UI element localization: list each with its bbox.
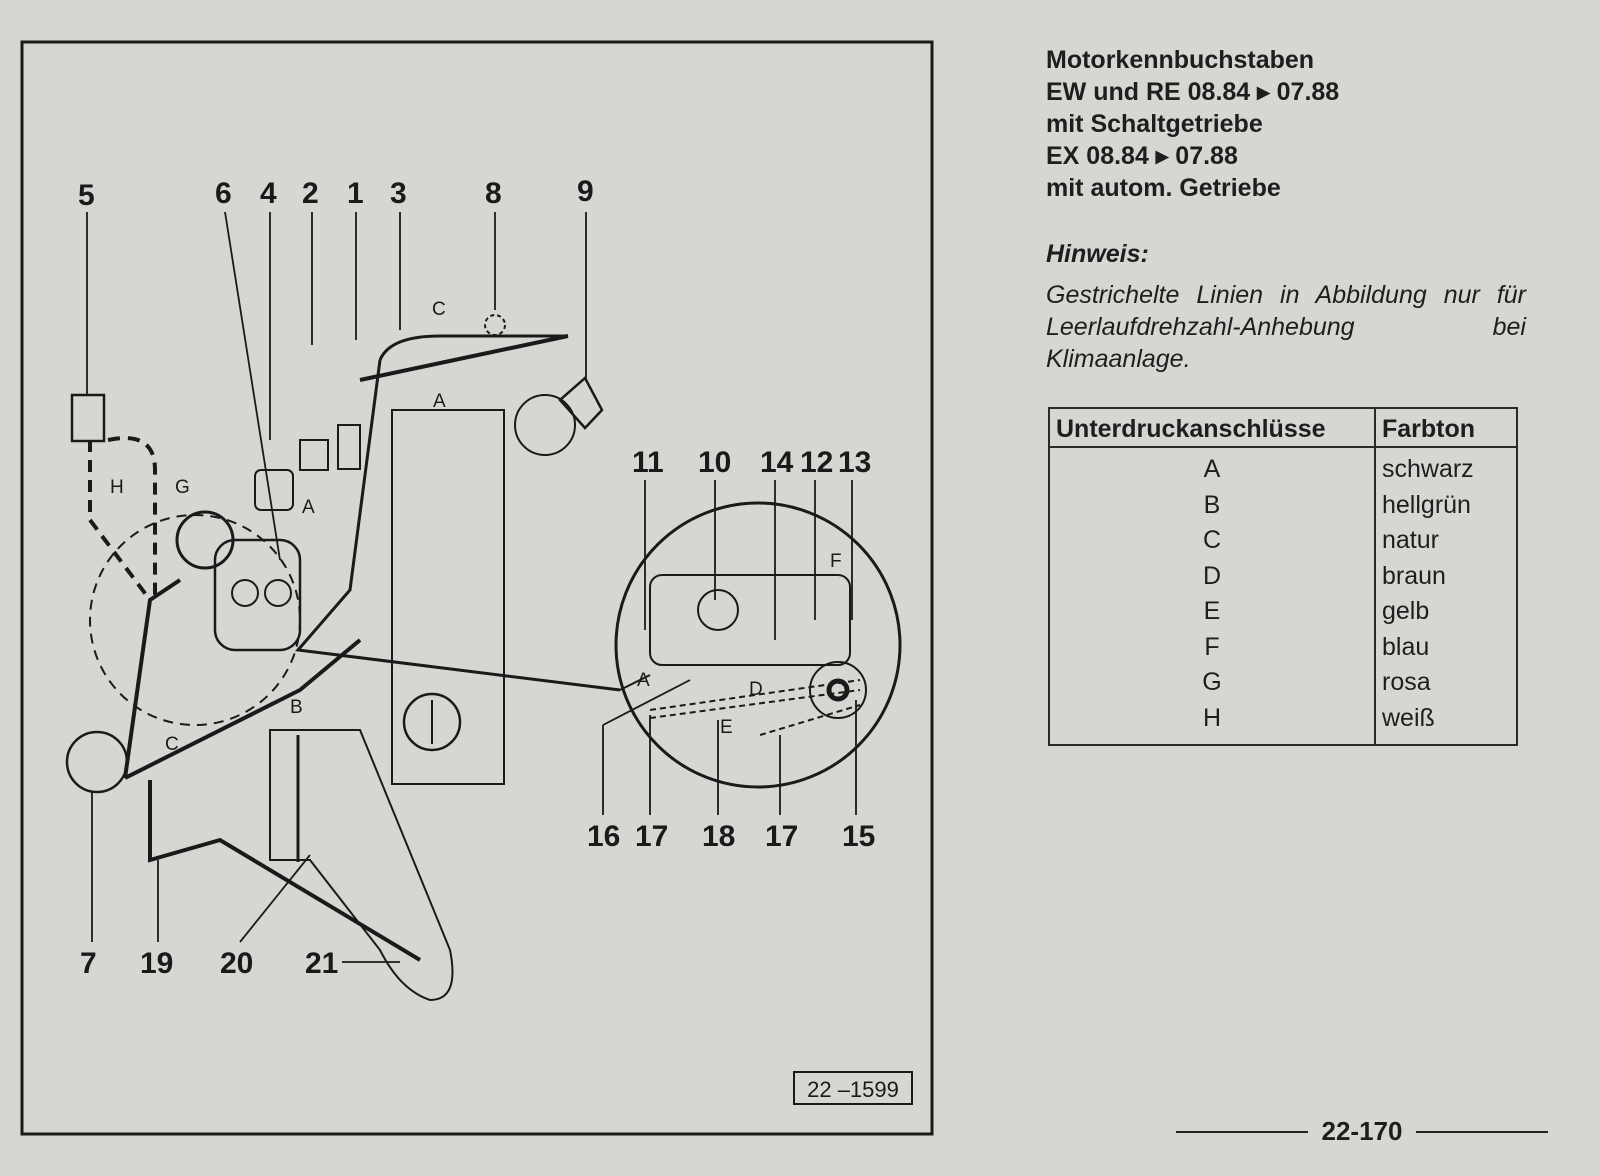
hose-label-c: C — [432, 299, 446, 320]
hint-text: Gestrichelte Linien in Abbildung nur für… — [1046, 281, 1526, 373]
callout-15: 15 — [842, 820, 875, 853]
valve-8 — [484, 314, 506, 336]
connection-cell: G — [1049, 665, 1376, 701]
hint-title: Hinweis: — [1046, 240, 1149, 268]
radiator — [391, 409, 505, 785]
callout-5: 5 — [78, 179, 95, 212]
heading-line: Motorkennbuchstaben — [1046, 46, 1315, 74]
color-cell: weiß — [1382, 703, 1435, 732]
hose-label-h: H — [110, 477, 124, 498]
color-cell: braun — [1382, 561, 1446, 590]
hose-label-a: A — [302, 497, 315, 518]
page-number: 22-170 — [1321, 1116, 1403, 1146]
connection-cell: F — [1049, 629, 1376, 665]
callout-16: 16 — [587, 820, 620, 853]
engine-code-section: Motorkennbuchstaben EW und RE 08.84 ▸ 07… — [1046, 44, 1526, 375]
connection-cell: H — [1049, 700, 1376, 745]
hose-C — [123, 578, 182, 779]
callout-19: 19 — [140, 947, 173, 980]
callout-10: 10 — [698, 446, 731, 479]
color-cell: natur — [1382, 526, 1439, 554]
color-cell: gelb — [1382, 597, 1430, 625]
carburetor-body — [213, 538, 302, 652]
callout-17: 17 — [635, 820, 668, 853]
color-cell: schwarz — [1382, 455, 1474, 483]
hose-label-a: A — [637, 670, 650, 691]
connection-cell: D — [1049, 558, 1376, 594]
figure-frame — [20, 40, 934, 1136]
callout-2: 2 — [302, 177, 319, 210]
page-footer: 22-170 — [1176, 1116, 1548, 1147]
hose-label-e: E — [720, 717, 733, 738]
engine-drawing — [65, 314, 902, 1002]
heading-line: EX 08.84 ▸ 07.88 — [1046, 142, 1238, 170]
hose-label-g: G — [175, 477, 190, 498]
heading-line: mit Schaltgetriebe — [1046, 110, 1263, 138]
connection-cell: B — [1049, 487, 1376, 523]
divider — [1176, 1130, 1308, 1133]
callout-17: 17 — [765, 820, 798, 853]
callout-9: 9 — [577, 175, 594, 208]
vacuum-reservoir — [65, 730, 129, 794]
hose-label-f: F — [830, 551, 842, 572]
callout-12: 12 — [800, 446, 833, 479]
callout-14: 14 — [760, 446, 794, 479]
callout-3: 3 — [390, 177, 407, 210]
hose-label-d: D — [749, 679, 763, 700]
radiator-cap — [402, 692, 462, 752]
hose-A — [359, 334, 569, 382]
connection-cell: A — [1049, 447, 1376, 488]
hose-H — [88, 440, 152, 602]
intake-duct — [269, 729, 454, 1002]
callout-20: 20 — [220, 947, 253, 980]
hose-G — [107, 436, 157, 600]
callout-11: 11 — [632, 446, 664, 479]
column-header: Unterdruckanschlüsse — [1049, 408, 1376, 448]
hose-label-b: B — [290, 697, 303, 718]
color-cell: hellgrün — [1382, 490, 1471, 519]
callout-21: 21 — [305, 947, 338, 980]
figure-id: 22 –1599 — [807, 1077, 899, 1102]
air-filter-outline — [89, 514, 301, 726]
column-header: Farbton — [1375, 408, 1517, 448]
heading-line: mit autom. Getriebe — [1046, 174, 1281, 202]
distributor — [514, 394, 576, 456]
hose-label-a: A — [433, 391, 446, 412]
callout-4: 4 — [260, 177, 277, 210]
color-cell: rosa — [1382, 668, 1431, 696]
callout-7: 7 — [80, 947, 97, 980]
detail-circle — [614, 501, 902, 789]
callout-6: 6 — [215, 177, 232, 210]
callout-13: 13 — [838, 446, 871, 479]
connection-cell: E — [1049, 594, 1376, 630]
hose-label-c: C — [165, 734, 179, 755]
connection-cell: C — [1049, 523, 1376, 559]
vacuum-unit — [175, 510, 235, 570]
hose-B — [124, 638, 362, 780]
hose-C-top — [378, 334, 568, 361]
valve-5 — [70, 393, 106, 443]
callout-1: 1 — [347, 177, 364, 210]
callout-18: 18 — [702, 820, 735, 853]
hose-to-detail — [295, 359, 621, 692]
leader-lines — [86, 211, 857, 963]
color-cell: blau — [1382, 632, 1430, 661]
figure-id-box — [793, 1071, 913, 1105]
carburetor-detail — [649, 574, 851, 666]
callout-8: 8 — [485, 177, 502, 210]
divider — [1416, 1130, 1548, 1133]
heading-line: EW und RE 08.84 ▸ 07.88 — [1046, 78, 1340, 106]
